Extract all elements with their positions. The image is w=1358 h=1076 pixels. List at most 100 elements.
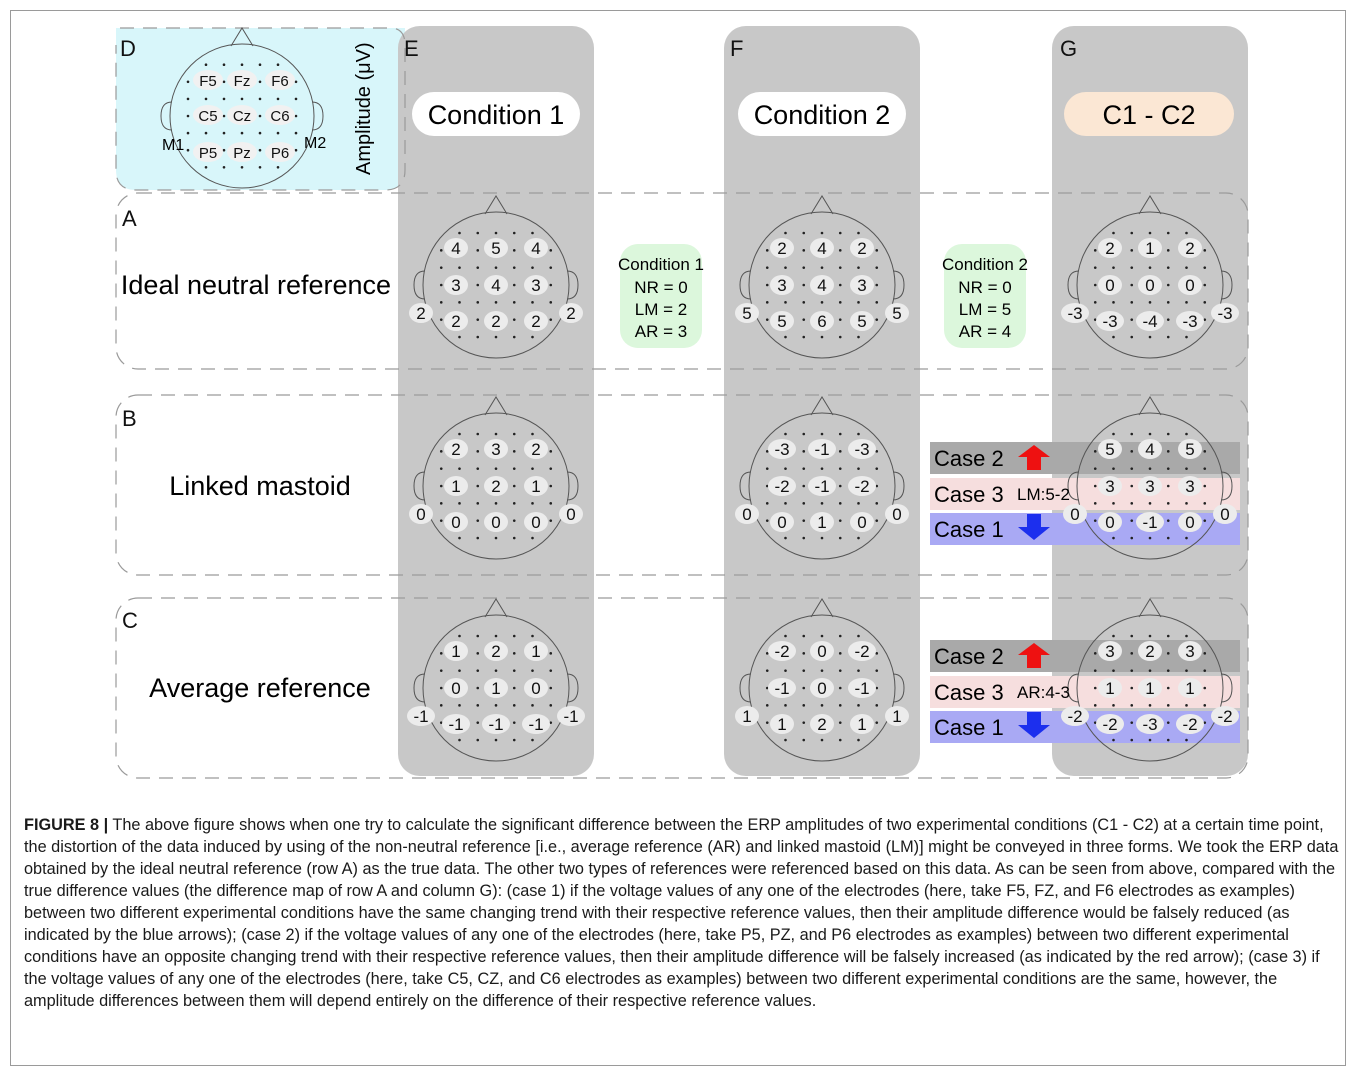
electrode-dot — [1093, 484, 1097, 488]
electrode-dot — [258, 166, 262, 169]
value-label-text: 0 — [566, 505, 575, 524]
electrode-dot — [1112, 634, 1115, 638]
value-label-bg — [482, 714, 510, 734]
electrode-dot — [1093, 721, 1097, 724]
electrode-dot — [1112, 669, 1115, 672]
electrode-dot — [802, 738, 806, 742]
electrode-dot — [1203, 502, 1207, 505]
value-label-text: 2 — [1145, 642, 1154, 661]
electrode-dot — [838, 283, 842, 287]
electrode-dot — [1112, 266, 1115, 269]
red-up-arrow-icon — [1018, 643, 1050, 668]
electrode-dot — [820, 669, 824, 672]
electrode-dot — [838, 432, 842, 436]
electrode-dot — [1130, 686, 1134, 690]
electrode-dot — [784, 738, 787, 742]
electrode-value: 2 — [1138, 641, 1162, 661]
electrode-dot — [494, 502, 498, 505]
electrode-dot — [838, 704, 842, 707]
electrode-value: 4 — [810, 238, 834, 258]
electrode-value: 1 — [1138, 678, 1162, 698]
value-label-text: -2 — [1102, 715, 1117, 734]
column-condition2 — [724, 26, 920, 776]
value-label-bg — [524, 311, 548, 331]
electrode-value: 2 — [810, 714, 834, 734]
scalp-outline — [748, 614, 896, 762]
value-label-text: 5 — [1185, 440, 1194, 459]
value-label-text: -3 — [1142, 715, 1157, 734]
electrode-dot — [512, 432, 516, 436]
electrode-dot — [875, 249, 879, 252]
left-ear-outline — [739, 673, 752, 703]
caption-label: FIGURE 8 | — [24, 816, 109, 834]
value-label-text: -3 — [854, 440, 869, 459]
value-label-text: 4 — [531, 239, 540, 258]
value-label-text: C5 — [198, 108, 217, 125]
right-ear-outline — [1220, 673, 1233, 703]
electrode-dot — [549, 266, 553, 269]
electrode-dot — [1203, 467, 1207, 470]
electrode-dot — [820, 432, 824, 436]
value-label-bg — [768, 476, 796, 496]
electrode-value: 1 — [524, 476, 548, 496]
electrode-dot — [1130, 484, 1134, 488]
electrode-dot — [476, 652, 480, 655]
value-label-text: 5 — [1105, 440, 1114, 459]
electrode-value: 5 — [850, 311, 874, 331]
electrode-value: -2 — [848, 641, 876, 661]
left-ear-outline — [413, 471, 426, 501]
electrode-dot — [494, 634, 498, 638]
value-label-text: 0 — [1105, 513, 1114, 532]
electrode-dot — [476, 519, 480, 522]
electrode-dot — [802, 283, 806, 287]
value-label-text: -1 — [814, 440, 829, 459]
electrode-dot — [1148, 335, 1152, 339]
nose-outline — [1138, 195, 1162, 215]
scalp-map-b-e — [413, 396, 579, 560]
electrode-dot — [531, 704, 534, 707]
value-label-bg — [444, 512, 468, 532]
electrode-dot — [1185, 669, 1188, 672]
electrode-dot — [294, 131, 298, 135]
electrode-dot — [1130, 704, 1134, 707]
electrode-dot — [222, 148, 226, 152]
electrode-dot — [512, 266, 516, 269]
value-label-bg — [193, 70, 223, 90]
electrode-value: 3 — [1178, 641, 1202, 661]
value-label-text: 1 — [1145, 239, 1154, 258]
case3-label-b: Case 3 — [934, 482, 1004, 507]
electrode-dot — [1130, 536, 1134, 540]
electrode-dot — [875, 450, 879, 453]
electrode-dot — [531, 738, 534, 742]
electrode-dot — [1130, 335, 1134, 339]
value-label-text: -1 — [814, 477, 829, 496]
electrode-dot — [1130, 283, 1134, 287]
electrode-dot — [186, 148, 190, 152]
electrode-dot — [857, 704, 860, 707]
electrode-value: 6 — [810, 311, 834, 331]
electrode-dot — [531, 266, 534, 269]
figure-frame — [10, 10, 1346, 1066]
right-mastoid-value: 0 — [559, 504, 583, 524]
electrode-dot — [1112, 301, 1115, 304]
left-mastoid-label: M1 — [162, 137, 184, 154]
electrode-dot — [276, 131, 280, 135]
electrode-dot — [512, 721, 516, 724]
electrode-dot — [802, 450, 806, 453]
electrode-dot — [1112, 536, 1115, 540]
electrode-dot — [1203, 301, 1207, 304]
value-label-bg — [524, 238, 548, 258]
electrode-value: 3 — [1098, 641, 1122, 661]
right-ear-outline — [566, 471, 579, 501]
value-label-text: 1 — [817, 513, 826, 532]
electrode-value: -3 — [1136, 714, 1164, 734]
electrode-dot — [258, 148, 262, 152]
electrode-dot — [476, 266, 480, 269]
legend-scalp — [160, 27, 324, 189]
value-label-bg — [484, 439, 508, 459]
electrode-dot — [765, 502, 769, 505]
electrode-dot — [1166, 266, 1170, 269]
value-label-text: 1 — [777, 715, 786, 734]
left-ear-outline — [1067, 270, 1080, 300]
electrode-value: 0 — [524, 512, 548, 532]
